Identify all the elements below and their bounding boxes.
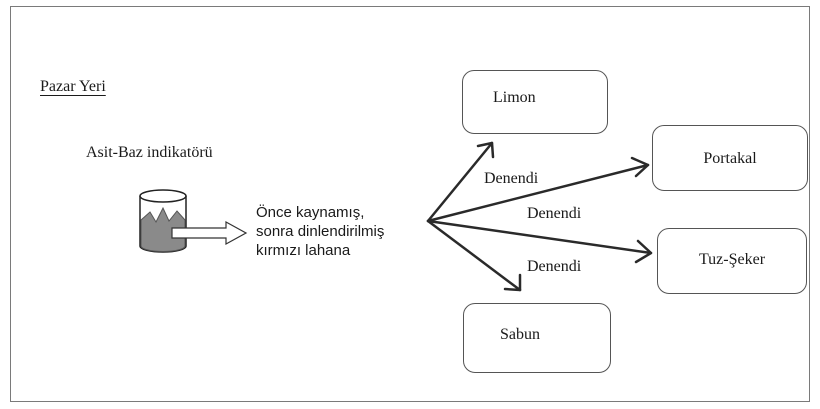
arrow-to-limon <box>426 141 494 223</box>
arrow-to-sabun <box>426 219 522 292</box>
cabbage-line-2: sonra dinlendirilmiş <box>256 223 385 240</box>
indicator-label: Asit-Baz indikatörü <box>86 144 213 161</box>
arrow-to-portakal <box>426 163 650 223</box>
node-portakal-label: Portakal <box>703 150 757 167</box>
node-sabun: Sabun <box>463 303 611 373</box>
arrowhead-tuz-seker <box>634 239 653 264</box>
node-tuz-seker: Tuz-Şeker <box>657 228 807 294</box>
beaker-icon <box>139 189 187 253</box>
edge-label-portakal: Denendi <box>527 205 582 222</box>
node-sabun-label: Sabun <box>500 326 540 343</box>
node-limon-label: Limon <box>493 89 536 106</box>
arrowhead-portakal <box>630 156 650 178</box>
cabbage-line-1: Önce kaynamış, <box>256 204 365 221</box>
arrow-to-tuz-seker <box>426 219 653 255</box>
node-portakal: Portakal <box>652 125 808 191</box>
node-limon: Limon <box>462 70 608 134</box>
node-tuz-seker-label: Tuz-Şeker <box>698 251 766 268</box>
arrowhead-limon <box>476 141 495 159</box>
edge-label-limon: Denendi <box>484 170 539 187</box>
cabbage-description: Önce kaynamış, sonra dinlendirilmiş kırm… <box>256 203 384 260</box>
cabbage-line-3: kırmızı lahana <box>256 242 351 259</box>
edge-label-tuz-seker: Denendi <box>527 258 582 275</box>
diagram-title: Pazar Yeri <box>40 78 106 95</box>
arrowhead-sabun <box>503 273 522 292</box>
hollow-arrow-icon <box>171 220 248 246</box>
